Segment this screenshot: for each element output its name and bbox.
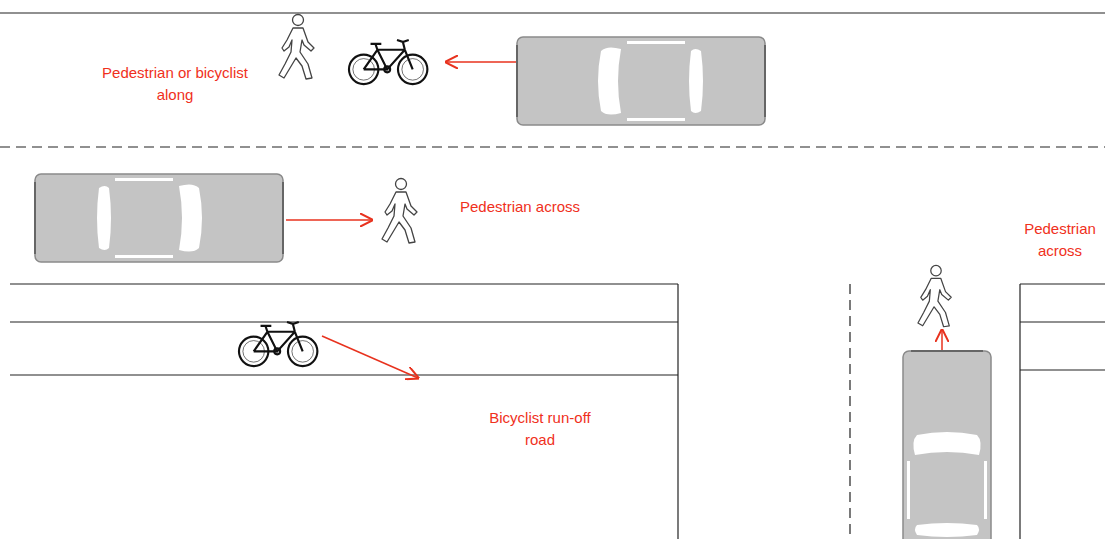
crash-type-label: Pedestrian across <box>455 196 585 218</box>
car <box>903 351 991 539</box>
crash-type-label: Pedestrian across <box>1019 218 1101 262</box>
bicycle-icon <box>239 322 317 366</box>
pedestrian-icon <box>279 15 314 80</box>
car <box>35 174 283 262</box>
crash-type-label: Pedestrian or bicyclist along <box>100 62 250 106</box>
pedestrian-icon <box>382 179 417 244</box>
car <box>517 37 765 125</box>
bicycle-icon <box>349 40 427 84</box>
crash-type-label: Bicyclist run-off road <box>486 407 594 451</box>
pedestrian-icon <box>918 265 951 326</box>
